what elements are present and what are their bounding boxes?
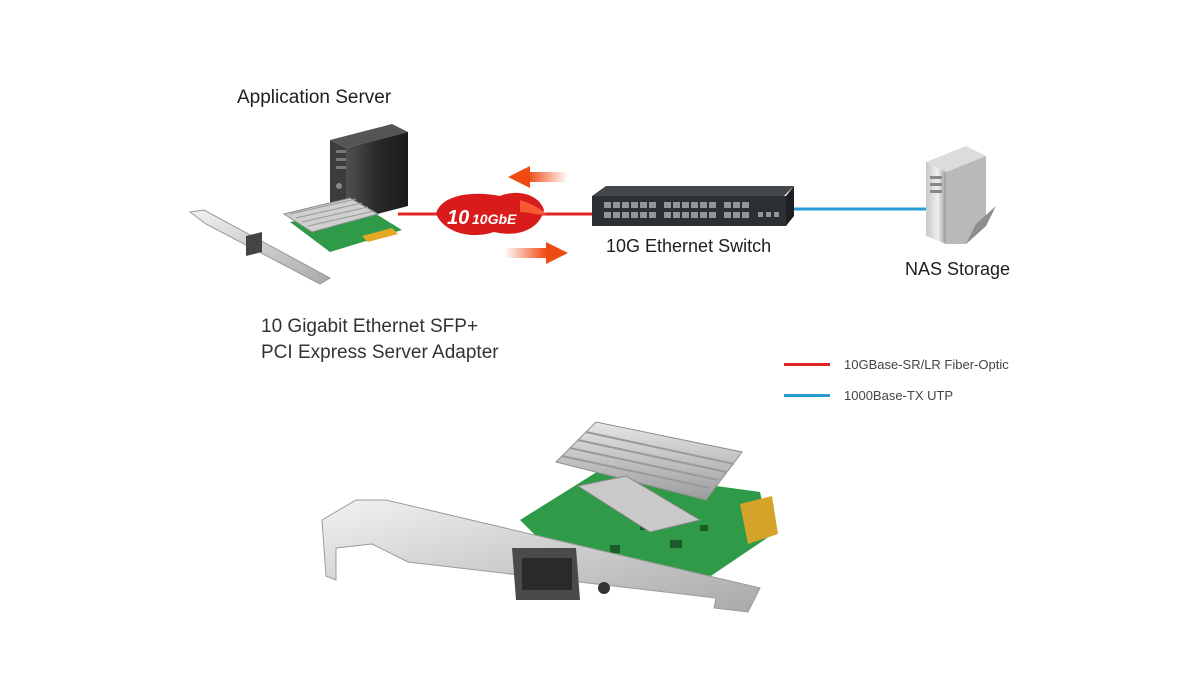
svg-text:10: 10 xyxy=(447,207,469,229)
nas-storage-icon xyxy=(926,146,996,244)
arrow-left-icon xyxy=(508,166,568,188)
badge-text: 10GbE xyxy=(472,211,517,227)
legend-line-fiber xyxy=(784,362,830,366)
large-adapter-card-icon xyxy=(321,421,778,613)
adapter-label-line1: 10 Gigabit Ethernet SFP+ xyxy=(261,316,479,337)
legend-item-utp: 1000Base-TX UTP xyxy=(784,385,953,405)
legend-item-fiber: 10GBase-SR/LR Fiber-Optic xyxy=(784,354,1009,374)
small-adapter-card-icon xyxy=(188,197,402,285)
application-server-label: Application Server xyxy=(237,87,392,108)
nas-storage-label: NAS Storage xyxy=(905,259,1011,279)
ethernet-switch-icon xyxy=(592,186,794,226)
adapter-label: 10 Gigabit Ethernet SFP+ PCI Express Ser… xyxy=(261,314,521,366)
arrow-right-icon xyxy=(504,242,568,264)
switch-label: 10G Ethernet Switch xyxy=(606,236,772,256)
legend-label-utp: 1000Base-TX UTP xyxy=(844,387,954,403)
legend-line-utp xyxy=(784,393,830,397)
legend-label-fiber: 10GBase-SR/LR Fiber-Optic xyxy=(844,356,1009,372)
10gbe-badge-icon: 10 10GbE xyxy=(436,192,546,236)
adapter-label-line2: PCI Express Server Adapter xyxy=(261,342,499,363)
